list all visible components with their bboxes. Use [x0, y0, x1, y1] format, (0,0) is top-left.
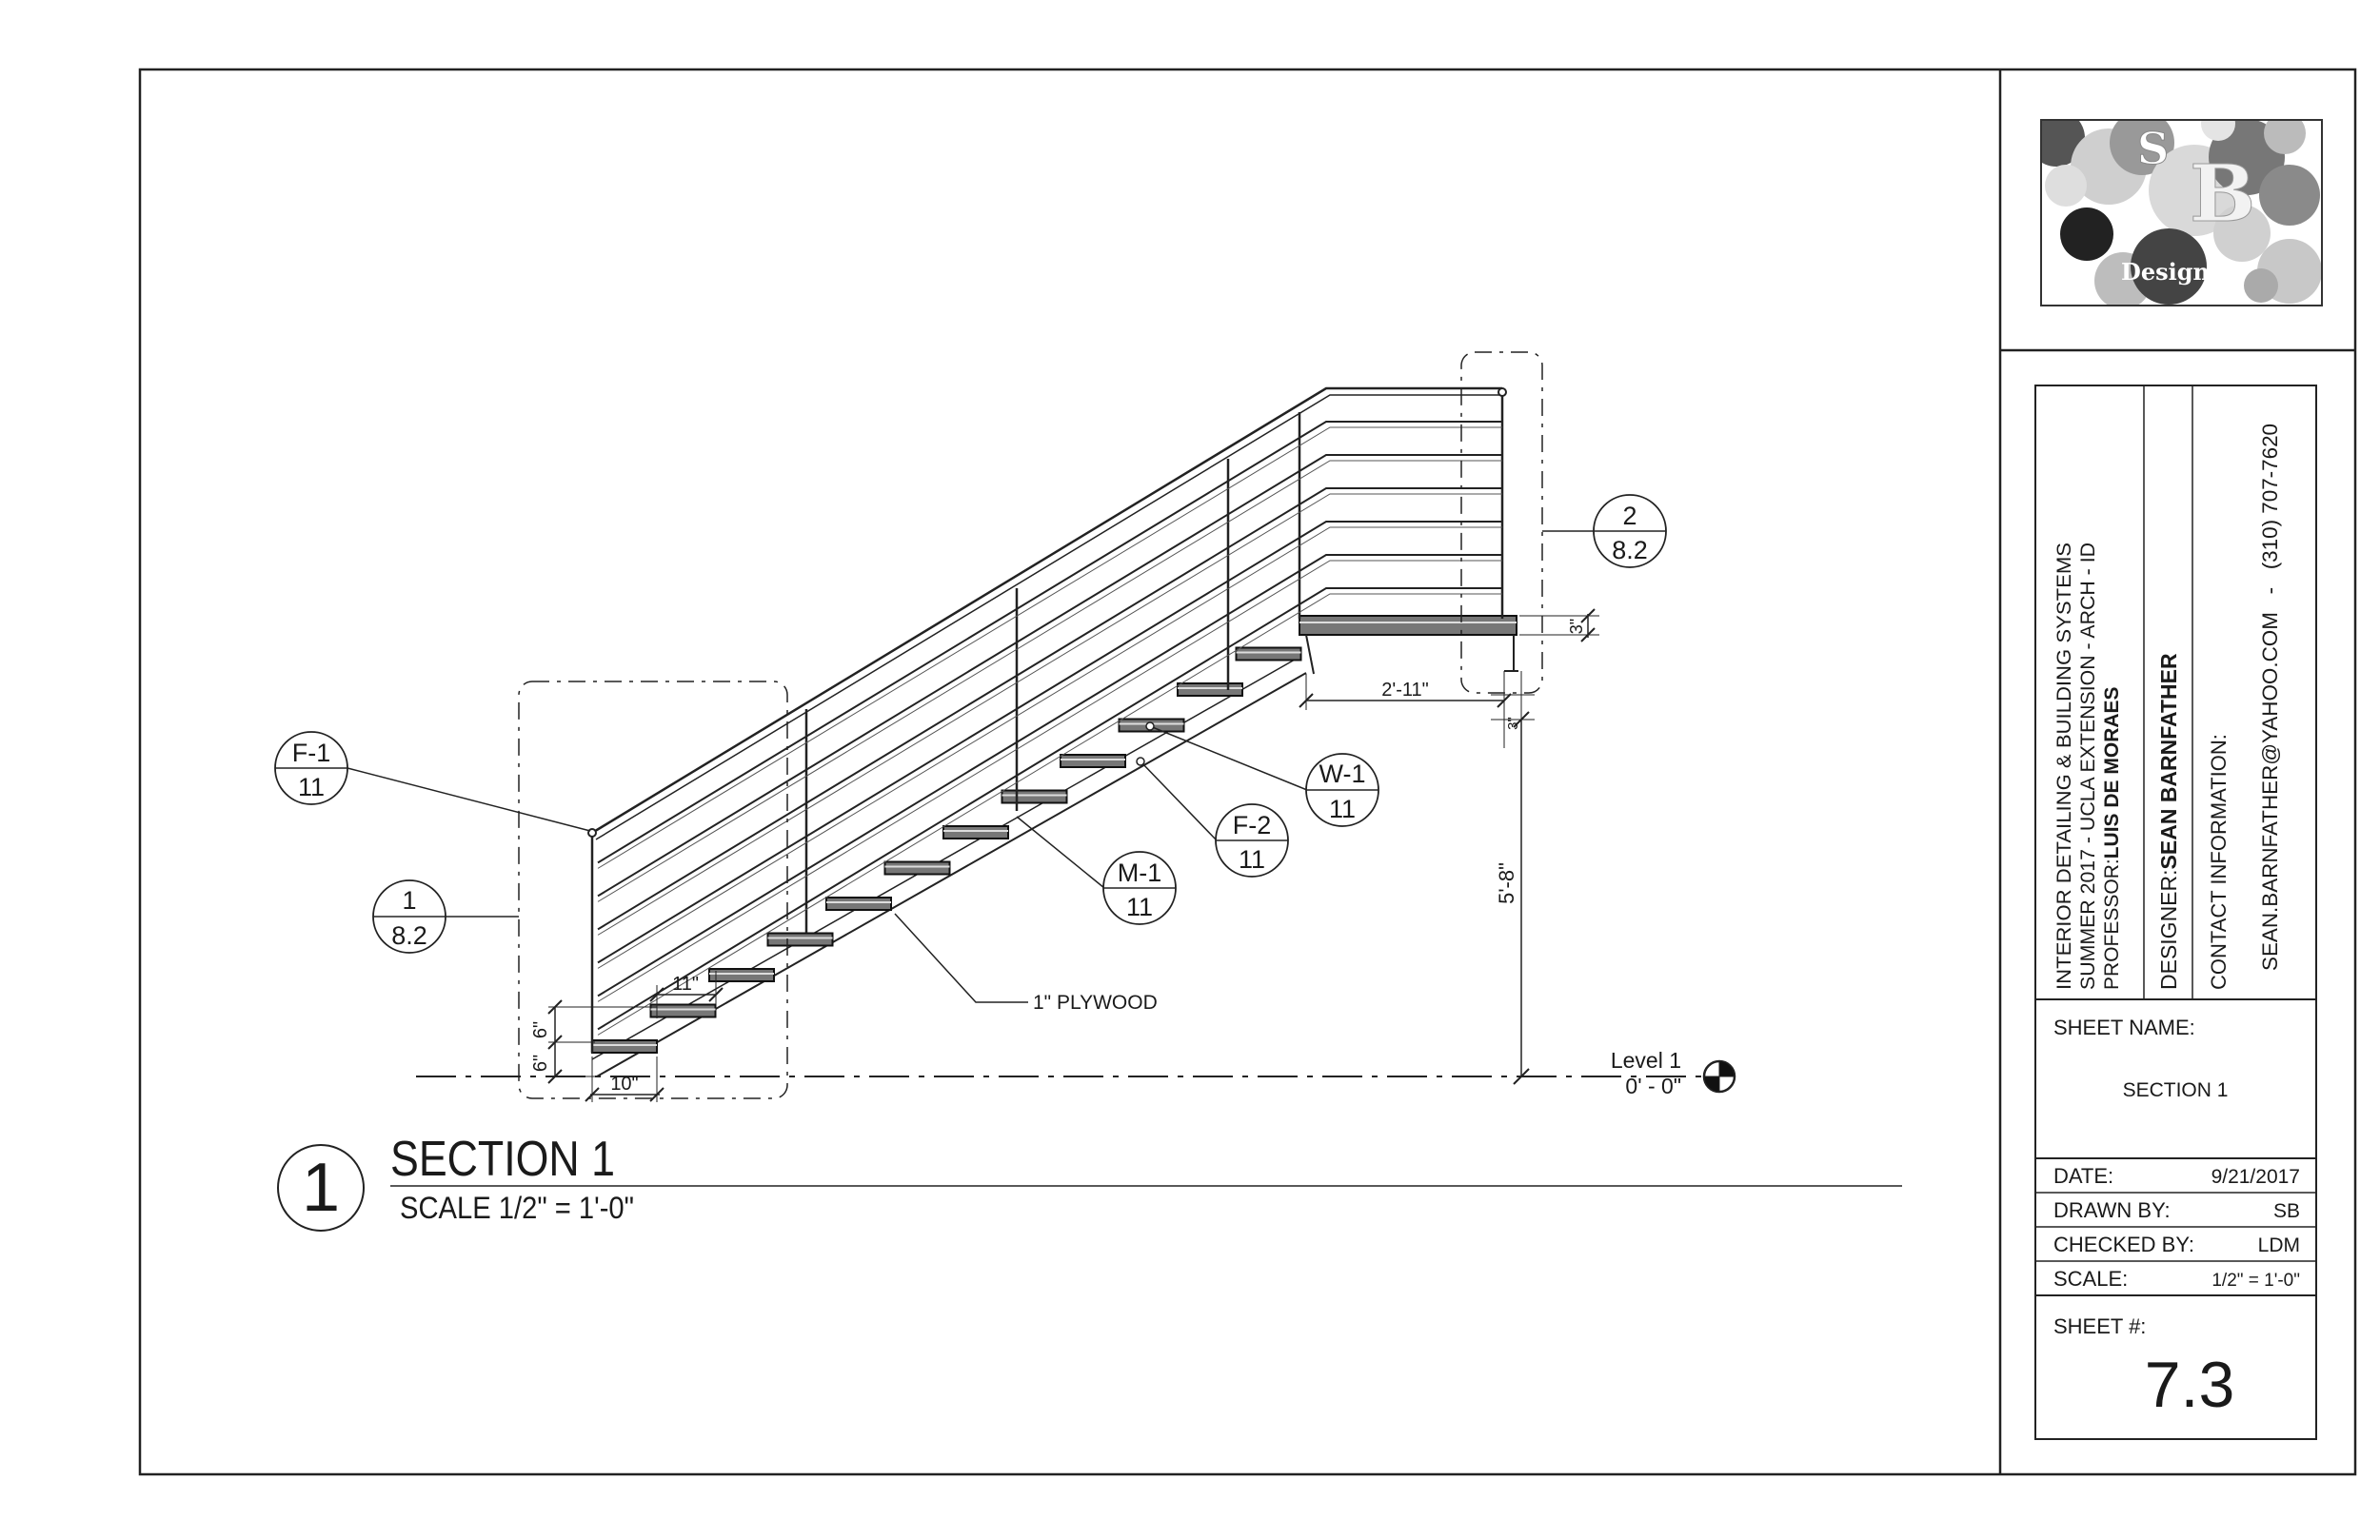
scale-label: SCALE:	[2053, 1267, 2128, 1291]
railing-bar	[597, 554, 1502, 997]
stair-tread	[708, 968, 775, 982]
tag-top: 1	[402, 886, 416, 915]
stair-treads	[591, 646, 1302, 1054]
drawn-by-value: SB	[2273, 1200, 2300, 1222]
note-plywood: 1" PLYWOOD	[1033, 992, 1158, 1014]
dim-landing-width: 2'-11"	[1381, 680, 1428, 701]
stair-tread	[1235, 646, 1302, 661]
dim-first-tread: 10"	[610, 1074, 638, 1095]
stair-tread	[883, 860, 951, 876]
railing-bar-edge	[597, 460, 1502, 902]
date-label: DATE:	[2053, 1164, 2113, 1188]
stair-section	[277, 351, 1902, 1232]
railing-bar	[597, 587, 1502, 1031]
handrail	[591, 386, 1502, 835]
tag-top: M-1	[1118, 859, 1162, 887]
section-title: SECTION 1	[390, 1132, 615, 1187]
dim-landing-gap: 3"	[1505, 717, 1521, 730]
detail-callout-box-2	[1460, 351, 1543, 694]
section-marker-icon	[277, 1144, 365, 1232]
contact-label: CONTACT INFORMATION:	[2207, 734, 2231, 990]
tag-bottom: 8.2	[1612, 536, 1648, 564]
stair-tread	[766, 932, 834, 947]
railing-bar	[597, 487, 1502, 931]
tag-top: 2	[1622, 502, 1636, 530]
dim-tread: 11"	[672, 974, 699, 995]
scale-value: 1/2" = 1'-0"	[2211, 1271, 2300, 1291]
section-number: 1	[302, 1150, 340, 1226]
railing-bar-edge	[597, 526, 1502, 969]
detail-tag-w-1: W-1 11	[1305, 753, 1379, 827]
checked-by-value: LDM	[2258, 1234, 2300, 1256]
railing-bar	[597, 421, 1502, 864]
dim-landing-thickness: 3"	[1567, 619, 1586, 634]
professor-name: LUIS DE MORAES	[2101, 686, 2123, 859]
railing-bar	[597, 521, 1502, 964]
professor-line: PROFESSOR:LUIS DE MORAES	[2101, 686, 2123, 990]
railing-bars	[597, 421, 1502, 1036]
railing-bar-edge	[597, 593, 1502, 1036]
sb-design-logo: S B Design	[2040, 119, 2323, 306]
detail-tags: F-1 11 1 8.2 2 8.2 W-1 11 F-2 11	[274, 494, 1667, 954]
detail-tag-2-8-2: 2 8.2	[1593, 494, 1667, 568]
stair-tread	[649, 1003, 717, 1018]
logo-letter-s: S	[2137, 123, 2169, 174]
stair-tread	[1060, 754, 1126, 768]
railing-bar-edge	[597, 426, 1502, 869]
logo-word-design: Design	[2121, 258, 2210, 286]
detail-tag-f-2: F-2 11	[1215, 803, 1289, 878]
tag-top: W-1	[1319, 760, 1365, 788]
designer-label: DESIGNER:	[2156, 869, 2181, 990]
tag-top: F-1	[292, 739, 331, 767]
sheet-name-value: SECTION 1	[2123, 1079, 2229, 1101]
stair-tread	[1001, 789, 1068, 804]
date-value: 9/21/2017	[2211, 1166, 2300, 1188]
level-name: Level 1	[1611, 1048, 1681, 1073]
dim-first-riser: 6"	[530, 1055, 551, 1072]
railing-bar-edge	[597, 560, 1502, 1002]
railing-bar-edge	[597, 493, 1502, 936]
logo-letter-b: B	[2190, 148, 2255, 240]
tag-bottom: 11	[1329, 795, 1356, 823]
detail-tag-1-8-2: 1 8.2	[372, 879, 446, 954]
stair-tread	[942, 825, 1009, 839]
detail-tag-f-1: F-1 11	[274, 731, 348, 805]
professor-label: PROFESSOR:	[2101, 859, 2123, 990]
sheet-name-label: SHEET NAME:	[2053, 1016, 2195, 1039]
detail-callout-box-1	[518, 681, 788, 1099]
dim-riser: 6"	[530, 1021, 551, 1038]
course-title: INTERIOR DETAILING & BUILDING SYSTEMS	[2053, 543, 2075, 990]
railing-bar	[597, 454, 1502, 898]
level-elevation: 0' - 0"	[1625, 1074, 1681, 1098]
dim-total-height: 5'-8"	[1495, 862, 1518, 904]
tag-bottom: 8.2	[391, 921, 427, 950]
landing-slab	[1299, 615, 1517, 636]
designer-line: DESIGNER:SEAN BARNFATHER	[2156, 653, 2181, 990]
contact-value: SEAN.BARNFATHER@YAHOO.COM - (310) 707-76…	[2258, 424, 2282, 971]
section-scale: SCALE 1/2" = 1'-0"	[400, 1191, 634, 1225]
tag-bottom: 11	[1239, 845, 1265, 874]
stair-tread	[825, 897, 892, 911]
tag-bottom: 11	[1126, 893, 1153, 921]
stair-tread	[591, 1039, 658, 1054]
sheet-number: 7.3	[2145, 1349, 2235, 1421]
title-block: INTERIOR DETAILING & BUILDING SYSTEMS SU…	[2034, 385, 2317, 1440]
drawn-by-label: DRAWN BY:	[2053, 1198, 2171, 1222]
sheet-number-label: SHEET #:	[2053, 1314, 2146, 1338]
tag-bottom: 11	[298, 773, 325, 801]
checked-by-label: CHECKED BY:	[2053, 1233, 2194, 1256]
stair-tread	[1177, 682, 1243, 697]
designer-name: SEAN BARNFATHER	[2156, 653, 2181, 869]
detail-tag-m-1: M-1 11	[1102, 851, 1177, 925]
course-term: SUMMER 2017 - UCLA EXTENSION - ARCH - ID	[2077, 543, 2099, 990]
sheet-border	[138, 68, 2357, 1476]
tag-top: F-2	[1233, 811, 1272, 839]
